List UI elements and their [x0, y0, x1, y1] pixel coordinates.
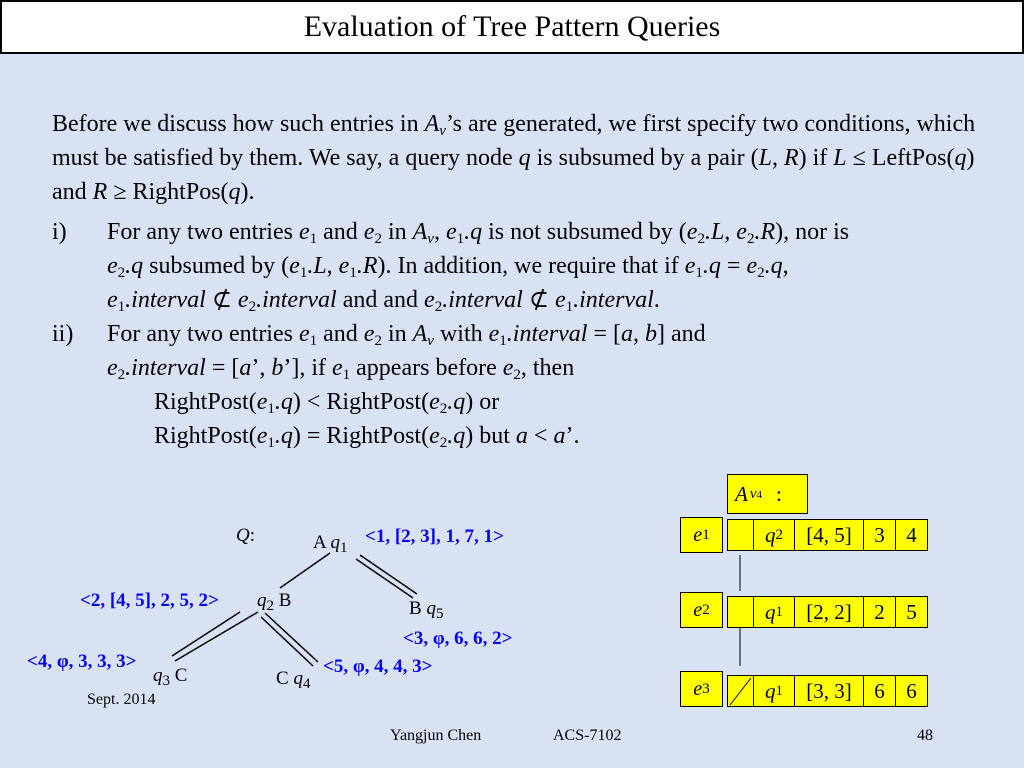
value-cell: 6 [863, 675, 896, 707]
edge-q2-q3-b [171, 611, 241, 657]
node-q4: C q4 [276, 668, 311, 692]
condition-ii-number: ii) [52, 321, 74, 347]
footer-page-number: 48 [917, 727, 933, 744]
tuple-q4: <5, φ, 4, 4, 3> [323, 656, 433, 677]
footer-course: ACS-7102 [553, 727, 622, 744]
edge-q2-q3 [174, 611, 259, 662]
interval-cell: [2, 2] [794, 596, 864, 628]
interval-cell: [4, 5] [794, 519, 864, 551]
null-pointer-cell [727, 675, 754, 707]
interval-cell: [3, 3] [794, 675, 864, 707]
condition-i: i) For any two entries e1 and e2 in Av, … [52, 215, 1002, 317]
condition-ii: ii) For any two entries e1 and e2 in Av … [52, 317, 1002, 453]
footer-date: Sept. 2014 [87, 691, 156, 708]
value-cell: 6 [895, 675, 928, 707]
node-q3: q3 C [153, 665, 188, 689]
node-q5: B q5 [409, 598, 444, 622]
tuple-q2: <2, [4, 5], 2, 5, 2> [80, 590, 219, 611]
value-cell: 4 [895, 519, 928, 551]
slide-body: Before we discuss how such entries in Av… [52, 107, 1002, 453]
pointer-cell [727, 596, 754, 628]
value-cell: 3 [863, 519, 896, 551]
tuple-q5: <3, φ, 6, 6, 2> [403, 628, 513, 649]
edge-q2-q4-a [264, 612, 319, 663]
null-pointer-icon [729, 677, 752, 706]
edge-q1-q5-b [355, 558, 414, 599]
edge-q1-q5-a [359, 554, 418, 595]
node-q1: A q1 [313, 532, 348, 556]
condition-i-number: i) [52, 219, 67, 245]
slide-title: Evaluation of Tree Pattern Queries [303, 10, 721, 43]
footer-author: Yangjun Chen [390, 727, 482, 744]
edge-q1-q2 [279, 552, 331, 589]
value-cell: 5 [895, 596, 928, 628]
node-q2: q2 B [257, 590, 292, 614]
query-label: Q: [236, 525, 256, 546]
value-cell: 2 [863, 596, 896, 628]
tuple-q1: <1, [2, 3], 1, 7, 1> [365, 526, 504, 547]
edge-q2-q4-b [260, 616, 314, 667]
tuple-q3: <4, φ, 3, 3, 3> [27, 651, 137, 672]
pointer-cell [727, 519, 754, 551]
slide-title-bar: Evaluation of Tree Pattern Queries [0, 0, 1024, 54]
intro-paragraph: Before we discuss how such entries in Av… [52, 111, 976, 205]
